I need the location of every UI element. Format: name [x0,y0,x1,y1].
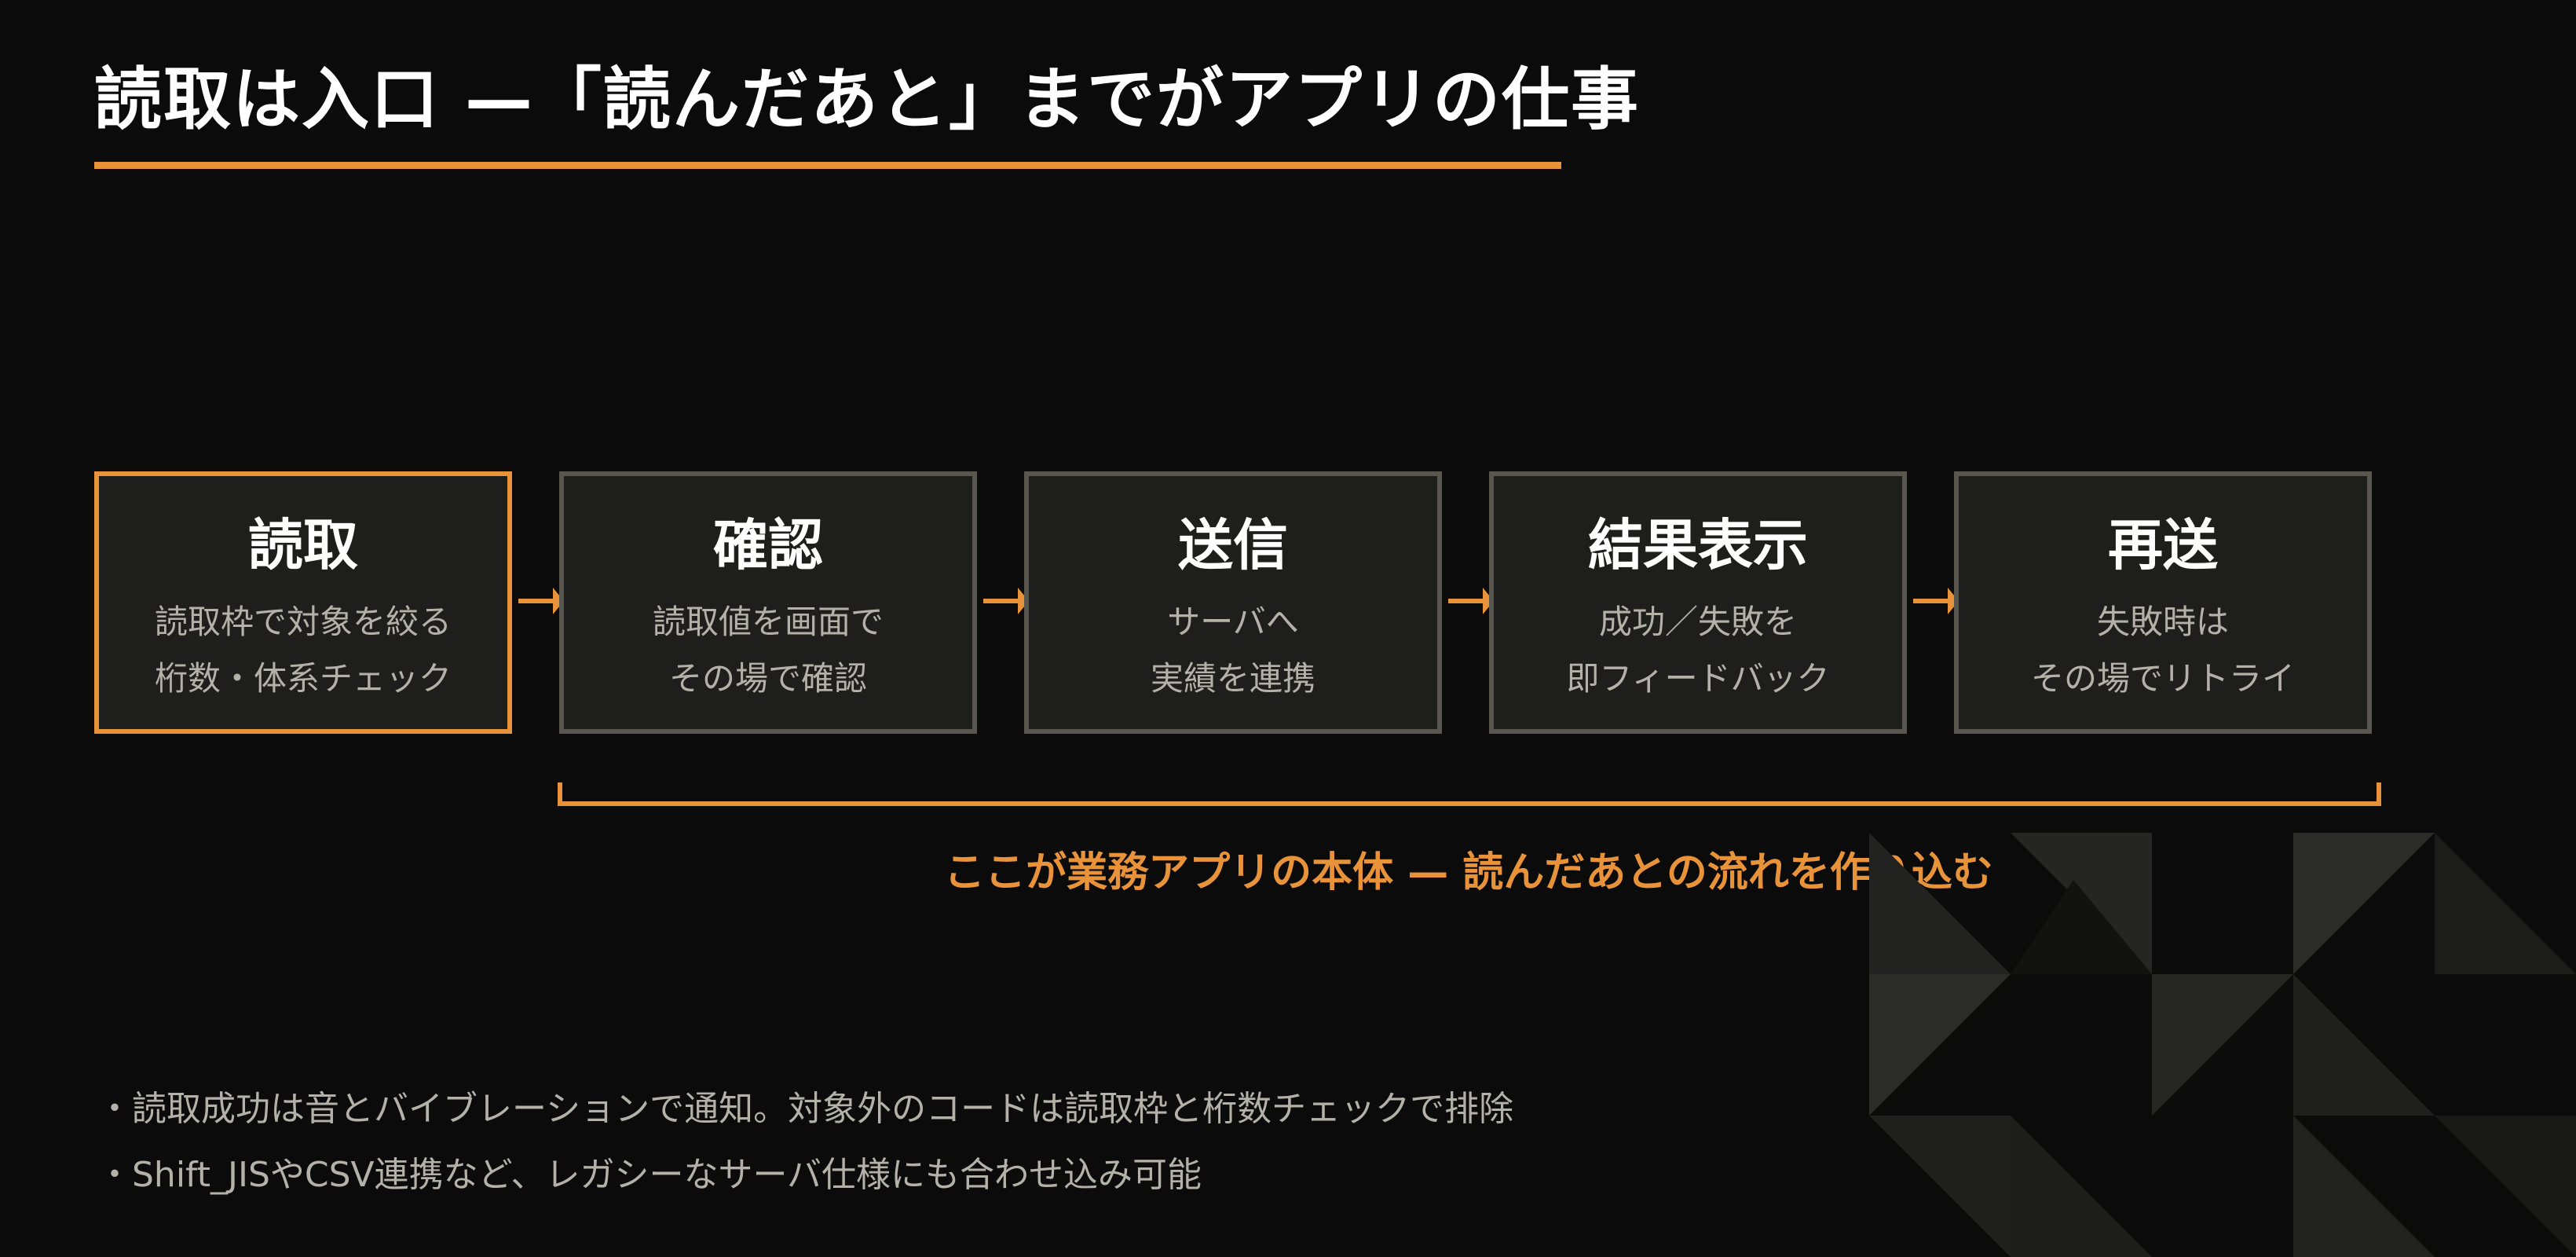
step-description: サーバへ 実績を連携 [1029,594,1437,707]
step-desc-line: その場で確認 [668,659,867,698]
step-send: 送信 サーバへ 実績を連携 [1024,471,1442,734]
geometric-decoration [1869,833,2576,1257]
step-description: 失敗時は その場でリトライ [1959,594,2367,707]
step-retry: 再送 失敗時は その場でリトライ [1954,471,2372,734]
step-desc-line: その場でリトライ [2030,659,2295,698]
title-underline [94,162,1561,169]
bracket-caption: ここが業務アプリの本体 — 読んだあとの流れを作り込む [944,849,1993,896]
step-desc-line: 即フィードバック [1566,659,1830,698]
step-desc-line: 失敗時は [2096,603,2229,641]
flow-arrow-line [1913,599,1954,603]
notes-list: ・読取成功は音とバイブレーションで通知。対象外のコードは読取枠と桁数チェックで排… [97,1076,1513,1208]
step-description: 読取枠で対象を絞る 桁数・体系チェック [99,594,507,707]
step-desc-line: 読取値を画面で [652,603,884,641]
slide-title: 読取は入口 —「読んだあと」までがアプリの仕事 [94,60,1640,139]
flow-arrow-line [983,599,1024,603]
step-desc-line: サーバへ [1167,603,1299,641]
flow-arrow-line [518,599,559,603]
step-title: 送信 [1178,513,1288,577]
step-desc-line: 読取枠で対象を絞る [154,603,452,641]
step-title: 再送 [2108,513,2218,577]
step-desc-line: 成功／失敗を [1598,603,1797,641]
step-confirm: 確認 読取値を画面で その場で確認 [559,471,977,734]
step-description: 成功／失敗を 即フィードバック [1494,594,1902,707]
process-flow: 読取 読取枠で対象を絞る 桁数・体系チェック 確認 読取値を画面で その場で確認… [94,471,2372,734]
note-item: ・読取成功は音とバイブレーションで通知。対象外のコードは読取枠と桁数チェックで排… [97,1089,1514,1129]
step-desc-line: 桁数・体系チェック [154,659,452,698]
step-description: 読取値を画面で その場で確認 [564,594,972,707]
flow-arrow-line [1448,599,1489,603]
step-result: 結果表示 成功／失敗を 即フィードバック [1489,471,1907,734]
step-read: 読取 読取枠で対象を絞る 桁数・体系チェック [94,471,512,734]
step-desc-line: 実績を連携 [1150,659,1315,698]
step-title: 読取 [248,513,358,577]
step-title: 結果表示 [1588,513,1808,577]
scope-bracket [558,782,2381,806]
note-item: ・Shift_JISやCSV連携など、レガシーなサーバ仕様にも合わせ込み可能 [97,1155,1202,1195]
step-title: 確認 [713,513,823,577]
